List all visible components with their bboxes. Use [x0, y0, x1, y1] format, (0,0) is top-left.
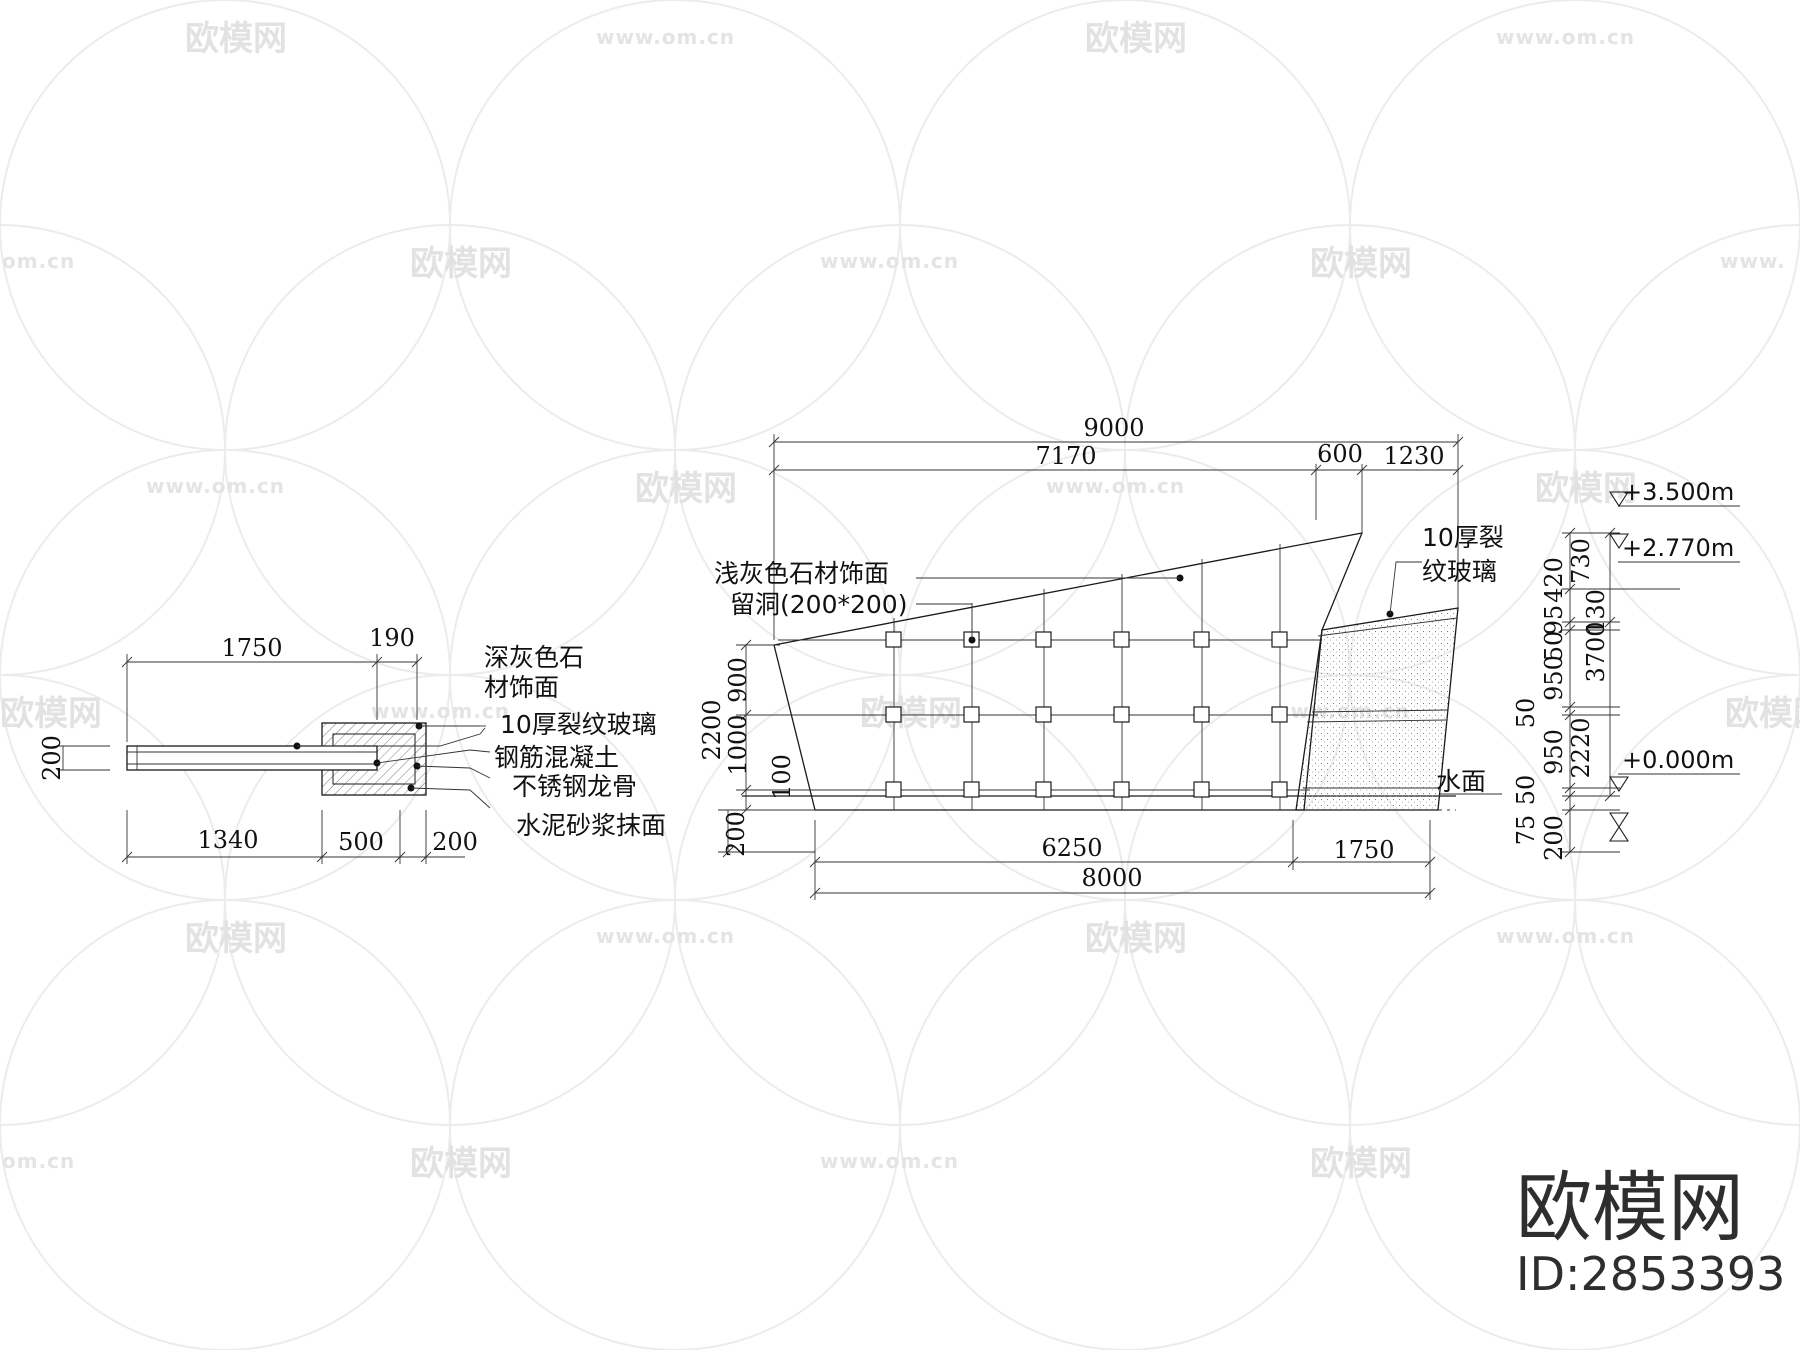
- dim-420: 420: [1540, 557, 1568, 603]
- wall-elevation-drawing: 9000 7170 600 1230 2200 900 1000 100 200…: [698, 414, 1504, 900]
- dim-600: 600: [1317, 440, 1363, 468]
- dim-7170: 7170: [1035, 442, 1096, 470]
- watermark-logo: 欧模网: [860, 694, 962, 734]
- dim-50-b: 50: [1512, 698, 1540, 729]
- dim-200-section: 200: [38, 735, 66, 781]
- dim-200-elevation: 200: [722, 811, 750, 857]
- dim-8000: 8000: [1081, 864, 1142, 892]
- watermark-logo: 欧模网: [1535, 469, 1637, 509]
- label-cracked-glass: 10厚裂纹玻璃: [500, 710, 657, 739]
- watermark-url: om.cn: [2, 1149, 75, 1173]
- watermark-logo: 欧模网: [410, 1144, 512, 1184]
- dim-6250: 6250: [1041, 834, 1102, 862]
- dim-95: 95: [1540, 605, 1568, 636]
- brand-logo-text: 欧模网: [1516, 1163, 1744, 1252]
- label-concrete: 钢筋混凝土: [494, 743, 619, 772]
- glass-panel: [126, 745, 378, 771]
- cracked-glass-wall: [1295, 607, 1459, 811]
- level-2770: +2.770m: [1622, 534, 1734, 562]
- level-markers: 730 420 95 50 950 50 950 50 75 200 3700 …: [1512, 478, 1740, 861]
- dim-500: 500: [338, 828, 384, 856]
- dim-2200: 2200: [698, 699, 726, 760]
- watermark-url: www.om.cn: [1046, 474, 1185, 498]
- watermark-logo: 欧模网: [1725, 694, 1800, 734]
- watermark-url: www.om.cn: [820, 1149, 959, 1173]
- label-dark-stone-1: 深灰色石: [484, 643, 584, 672]
- watermark-url: www.om.cn: [596, 924, 735, 948]
- watermark-logo: 欧模网: [185, 919, 287, 959]
- level-triangle-icon: [1608, 812, 1630, 829]
- watermark-logo: 欧模网: [1310, 244, 1412, 284]
- dim-2220: 2220: [1567, 717, 1595, 778]
- brand-mark: 欧模网 ID:2853393: [1516, 1163, 1785, 1301]
- dim-1750-elevation: 1750: [1333, 836, 1394, 864]
- level-0000: +0.000m: [1622, 746, 1734, 774]
- dim-100: 100: [768, 754, 796, 800]
- dim-1000: 1000: [724, 714, 752, 775]
- label-dark-stone-2: 材饰面: [484, 673, 559, 702]
- dim-50-a: 50: [1540, 631, 1568, 662]
- watermark-logo: 欧模网: [1085, 19, 1187, 59]
- watermark-url: www.om.cn: [146, 474, 285, 498]
- dim-130: 130: [1582, 589, 1610, 635]
- watermark-url: www.om.cn: [371, 699, 510, 723]
- watermark-logo: 欧模网: [0, 694, 102, 734]
- level-triangle-icon: [1608, 533, 1630, 550]
- watermark-logo: 欧模网: [1085, 919, 1187, 959]
- level-triangle-icon: [1608, 491, 1630, 508]
- dim-3700: 3700: [1582, 621, 1610, 682]
- label-cement-mortar: 水泥砂浆抹面: [516, 811, 666, 840]
- label-water-surface: 水面: [1436, 767, 1486, 796]
- dim-75: 75: [1512, 815, 1540, 846]
- dim-730: 730: [1567, 538, 1595, 584]
- level-triangle-icon: [1608, 776, 1630, 793]
- brand-id-text: ID:2853393: [1516, 1247, 1785, 1301]
- watermark-logo: 欧模网: [410, 244, 512, 284]
- watermark-logo: 欧模网: [185, 19, 287, 59]
- label-glass-1: 10厚裂: [1422, 523, 1504, 552]
- watermark-logo: 欧模网: [635, 469, 737, 509]
- dim-200-level: 200: [1540, 815, 1568, 861]
- watermark-url: www.om.cn: [1496, 924, 1635, 948]
- label-opening: 留洞(200*200): [730, 590, 907, 619]
- wall-section-drawing: 1750 190 200 1340 500 200 深灰色石 材饰面: [38, 624, 666, 864]
- dim-1340: 1340: [197, 826, 258, 854]
- dim-50-c: 50: [1512, 775, 1540, 806]
- watermark-url: www.om.cn: [596, 25, 735, 49]
- dim-200-bottom: 200: [432, 828, 478, 856]
- watermark-logo: 欧模网: [1310, 1144, 1412, 1184]
- dim-950-b: 950: [1540, 729, 1568, 775]
- watermark-url: om.cn: [2, 249, 75, 273]
- dim-900: 900: [724, 657, 752, 703]
- watermark-url: www.om.cn: [820, 249, 959, 273]
- watermark-url: www.om.cn: [1496, 25, 1635, 49]
- dim-1230: 1230: [1383, 442, 1444, 470]
- level-3500: +3.500m: [1622, 478, 1734, 506]
- dim-190: 190: [369, 624, 415, 652]
- watermark-url: www.: [1720, 249, 1786, 273]
- dim-9000: 9000: [1083, 414, 1144, 442]
- label-glass-2: 纹玻璃: [1422, 557, 1497, 586]
- label-light-stone: 浅灰色石材饰面: [714, 559, 889, 588]
- dim-1750: 1750: [221, 634, 282, 662]
- dim-950-a: 950: [1540, 655, 1568, 701]
- label-steel-keel: 不锈钢龙骨: [512, 772, 637, 801]
